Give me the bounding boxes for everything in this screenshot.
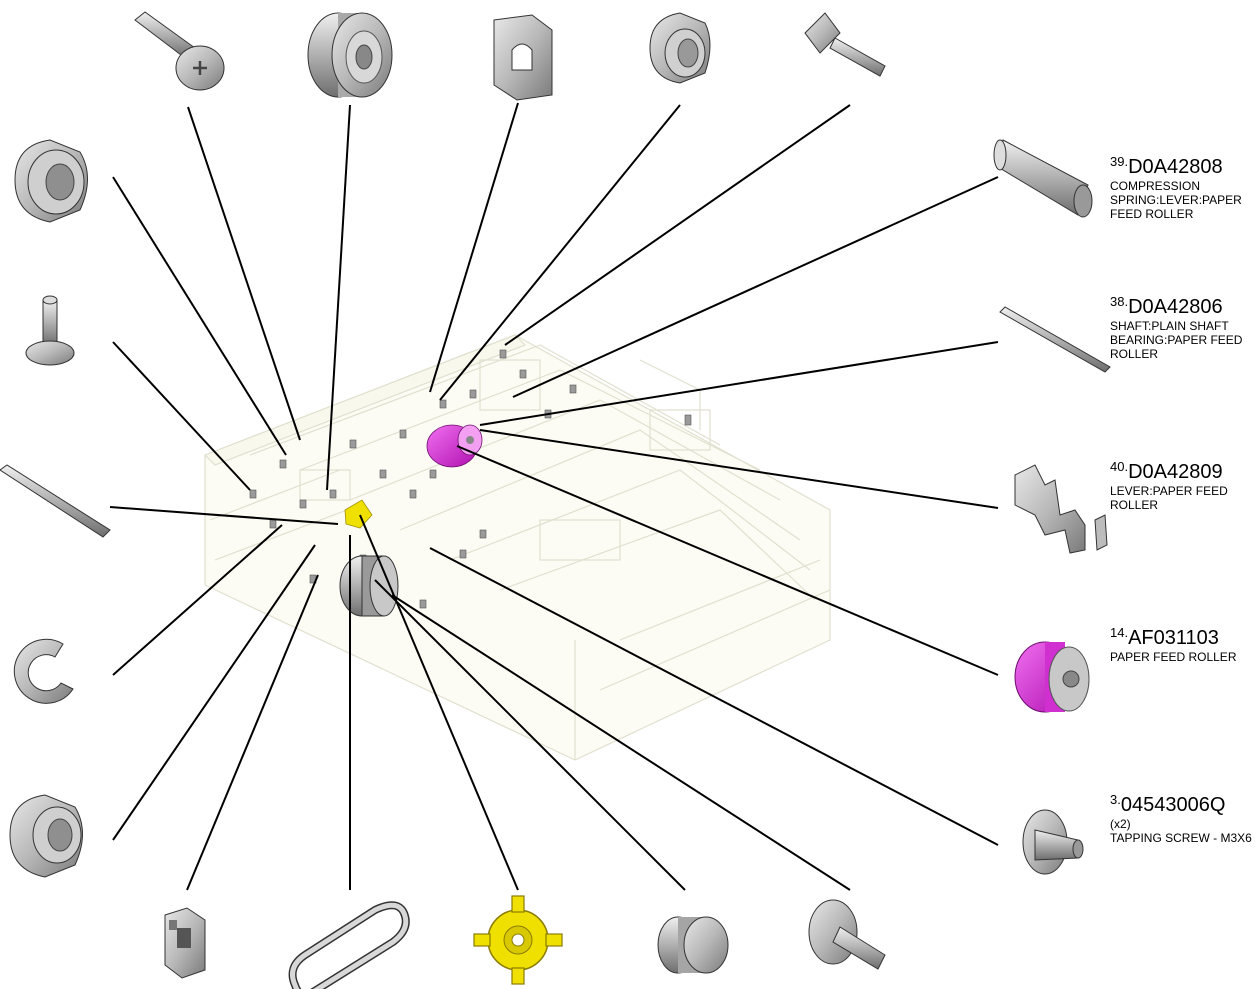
- paper-feed-roller-icon[interactable]: [1014, 641, 1090, 713]
- screw-icon[interactable]: [134, 11, 225, 91]
- part-description: SHAFT:PLAIN SHAFT BEARING:PAPER FEED ROL…: [1110, 319, 1243, 361]
- lever-icon[interactable]: [1014, 464, 1108, 554]
- screw-icon[interactable]: [1022, 809, 1084, 875]
- shaft-icon[interactable]: [999, 306, 1111, 373]
- spring-sleeve-icon[interactable]: [993, 139, 1093, 218]
- part-callout-40[interactable]: 40.D0A42809 LEVER:PAPER FEED ROLLER: [1110, 455, 1255, 512]
- leader-lines: [109, 102, 999, 891]
- stepped-screw-icon[interactable]: [804, 12, 886, 77]
- motor-icon[interactable]: [657, 916, 729, 974]
- bushing-icon[interactable]: [9, 794, 83, 878]
- part-callout-38[interactable]: 38.D0A42806 SHAFT:PLAIN SHAFT BEARING:PA…: [1110, 290, 1255, 361]
- bushing-icon[interactable]: [649, 12, 711, 84]
- part-number: 14.AF031103: [1110, 625, 1219, 649]
- part-description: TAPPING SCREW - M3X6: [1110, 831, 1252, 845]
- belt-icon[interactable]: [288, 901, 410, 989]
- part-description: PAPER FEED ROLLER: [1110, 650, 1237, 664]
- part-callout-39[interactable]: 39.D0A42808 COMPRESSION SPRING:LEVER:PAP…: [1110, 150, 1255, 221]
- part-number: 38.D0A42806: [1110, 294, 1223, 318]
- sensor-icon[interactable]: [164, 907, 206, 979]
- part-number: 40.D0A42809: [1110, 459, 1223, 483]
- part-number: 39.D0A42808: [1110, 154, 1223, 178]
- bushing-icon[interactable]: [14, 139, 88, 223]
- part-callout-14[interactable]: 14.AF031103 PAPER FEED ROLLER: [1110, 621, 1255, 664]
- shaft-icon[interactable]: [0, 464, 111, 538]
- part-callout-3[interactable]: 3.04543006Q (x2) TAPPING SCREW - M3X6: [1110, 788, 1255, 845]
- installed-gear: [344, 499, 373, 529]
- part-number: 3.04543006Q: [1110, 792, 1226, 816]
- part-quantity: (x2): [1110, 817, 1131, 831]
- gear-icon[interactable]: [473, 895, 563, 985]
- e-ring-icon[interactable]: [13, 638, 74, 704]
- pin-icon[interactable]: [25, 295, 75, 366]
- bracket-icon[interactable]: [493, 14, 553, 101]
- roller-icon[interactable]: [307, 12, 393, 98]
- installed-paper-feed-roller: [426, 424, 483, 468]
- part-description: LEVER:PAPER FEED ROLLER: [1110, 484, 1228, 512]
- stepped-screw-icon[interactable]: [808, 899, 886, 970]
- part-description: COMPRESSION SPRING:LEVER:PAPER FEED ROLL…: [1110, 179, 1242, 221]
- tray-assembly: [203, 334, 831, 761]
